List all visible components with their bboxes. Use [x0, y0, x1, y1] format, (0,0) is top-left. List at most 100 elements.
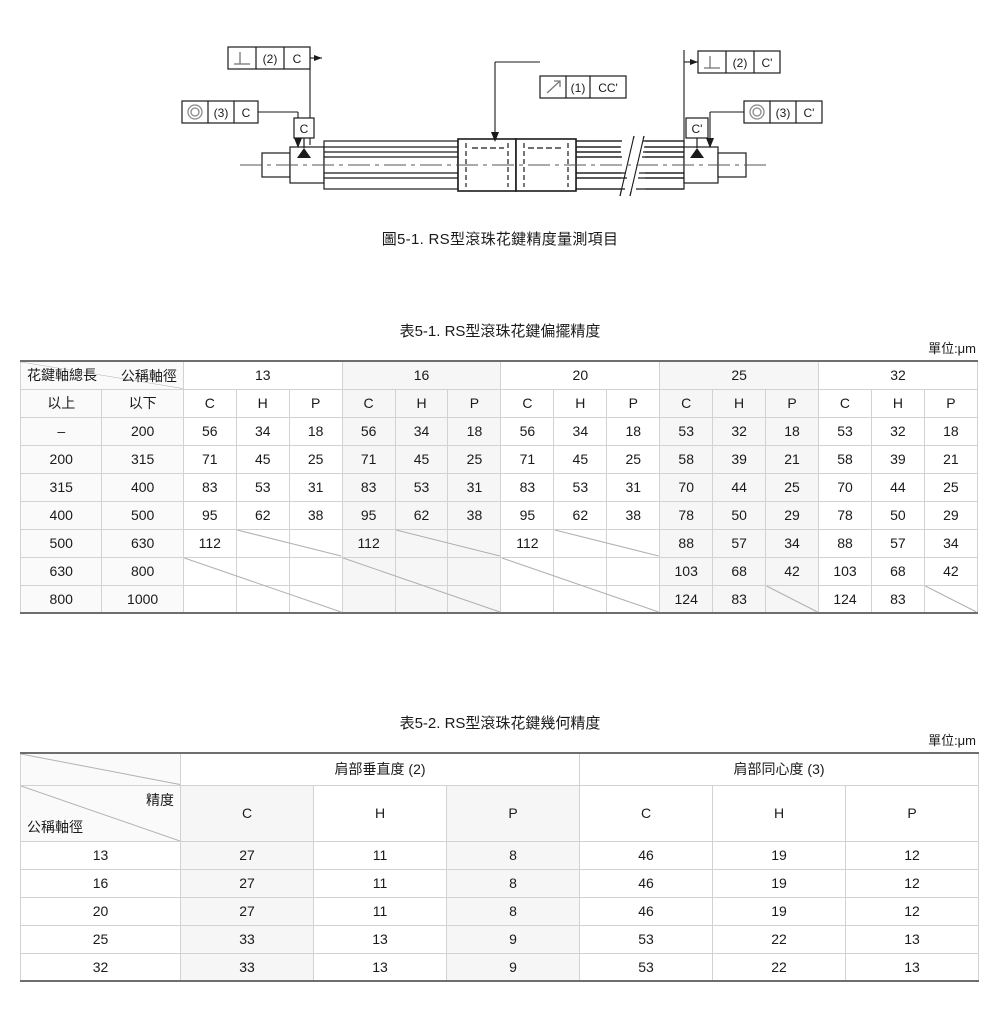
- table1-grade-c: C: [818, 388, 872, 418]
- data-cell: 31: [447, 472, 502, 502]
- table1-grade-h: H: [870, 388, 925, 418]
- data-cell: 83: [870, 584, 925, 614]
- data-cell: [447, 528, 502, 558]
- data-cell: 8: [445, 840, 581, 870]
- concentricity-icon: [187, 104, 203, 120]
- data-cell: [182, 556, 237, 586]
- table2-corner-header: 精度 公稱軸徑: [20, 784, 181, 842]
- data-cell: [235, 556, 290, 586]
- data-cell: 11: [313, 896, 447, 926]
- data-cell: 19: [712, 868, 847, 898]
- datum-flag-right: C': [685, 117, 709, 158]
- table1-grade-h: H: [553, 388, 608, 418]
- row-range-below: 200: [101, 416, 184, 446]
- concentricity-icon: [749, 104, 765, 120]
- data-cell: 78: [818, 500, 872, 530]
- table1-grade-p: P: [765, 388, 820, 418]
- data-cell: 45: [394, 444, 449, 474]
- row-range-below: 800: [101, 556, 184, 586]
- table1-group-20: 20: [500, 360, 661, 390]
- data-cell: [235, 584, 290, 614]
- data-cell: 19: [712, 896, 847, 926]
- table1-grade-h: H: [712, 388, 767, 418]
- data-cell: [341, 556, 396, 586]
- data-cell: 56: [341, 416, 396, 446]
- data-cell: 45: [235, 444, 290, 474]
- table2-unit: 單位:μm: [928, 733, 976, 748]
- data-cell: 39: [870, 444, 925, 474]
- data-cell: 83: [182, 472, 237, 502]
- data-cell: 18: [765, 416, 820, 446]
- data-cell: [447, 584, 502, 614]
- data-cell: 27: [180, 840, 314, 870]
- data-cell: 25: [288, 444, 343, 474]
- data-cell: 53: [235, 472, 290, 502]
- data-cell: [606, 556, 661, 586]
- table1-grade-h: H: [235, 388, 290, 418]
- data-cell: 124: [659, 584, 714, 614]
- table1-group-16: 16: [341, 360, 502, 390]
- svg-text:C: C: [293, 52, 302, 66]
- data-cell: 13: [845, 924, 980, 954]
- data-cell: 50: [712, 500, 767, 530]
- data-cell: 95: [182, 500, 237, 530]
- data-cell: 95: [500, 500, 555, 530]
- perpendicularity-icon: [704, 56, 720, 69]
- data-cell: [288, 556, 343, 586]
- data-cell: 29: [765, 500, 820, 530]
- data-cell: 31: [288, 472, 343, 502]
- table2-grade-c: C: [180, 784, 314, 842]
- table2-corner-blank: [20, 752, 181, 786]
- data-cell: 9: [445, 924, 581, 954]
- data-cell: 38: [447, 500, 502, 530]
- data-cell: 53: [579, 952, 714, 982]
- svg-text:CC': CC': [598, 81, 618, 95]
- data-cell: [606, 584, 661, 614]
- table1-grade-h: H: [394, 388, 449, 418]
- figure-caption: 圖5-1. RS型滾珠花鍵精度量測項目: [381, 231, 619, 248]
- table1-grade-c: C: [500, 388, 555, 418]
- data-cell: 57: [712, 528, 767, 558]
- data-cell: [553, 528, 608, 558]
- row-range-below: 315: [101, 444, 184, 474]
- data-cell: 56: [182, 416, 237, 446]
- data-cell: 44: [870, 472, 925, 502]
- table1-grade-p: P: [606, 388, 661, 418]
- data-cell: 22: [712, 924, 847, 954]
- svg-text:C': C': [762, 56, 773, 70]
- data-cell: 62: [394, 500, 449, 530]
- svg-text:(2): (2): [733, 56, 748, 70]
- data-cell: 68: [712, 556, 767, 586]
- row-range-above: 630: [19, 556, 103, 586]
- table1-grade-c: C: [341, 388, 396, 418]
- svg-text:C': C': [804, 106, 815, 120]
- corner-top-label: 公稱軸徑: [120, 368, 177, 384]
- data-cell: 34: [235, 416, 290, 446]
- data-cell: 21: [765, 444, 820, 474]
- data-cell: 62: [235, 500, 290, 530]
- data-cell: 71: [182, 444, 237, 474]
- data-cell: 39: [712, 444, 767, 474]
- svg-text:C: C: [300, 122, 309, 136]
- data-cell: 124: [818, 584, 872, 614]
- table2-group-perpendicularity: 肩部垂直度 (2): [179, 752, 581, 786]
- table2-grade-c: C: [579, 784, 714, 842]
- data-cell: [182, 584, 237, 614]
- row-diameter: 16: [20, 868, 181, 898]
- data-cell: 27: [180, 868, 314, 898]
- data-cell: 18: [447, 416, 502, 446]
- data-cell: 103: [818, 556, 872, 586]
- data-cell: 33: [180, 924, 314, 954]
- data-cell: 34: [923, 528, 979, 558]
- data-cell: 12: [845, 896, 980, 926]
- data-cell: 78: [659, 500, 714, 530]
- row-range-below: 630: [101, 528, 184, 558]
- table1-grade-p: P: [447, 388, 502, 418]
